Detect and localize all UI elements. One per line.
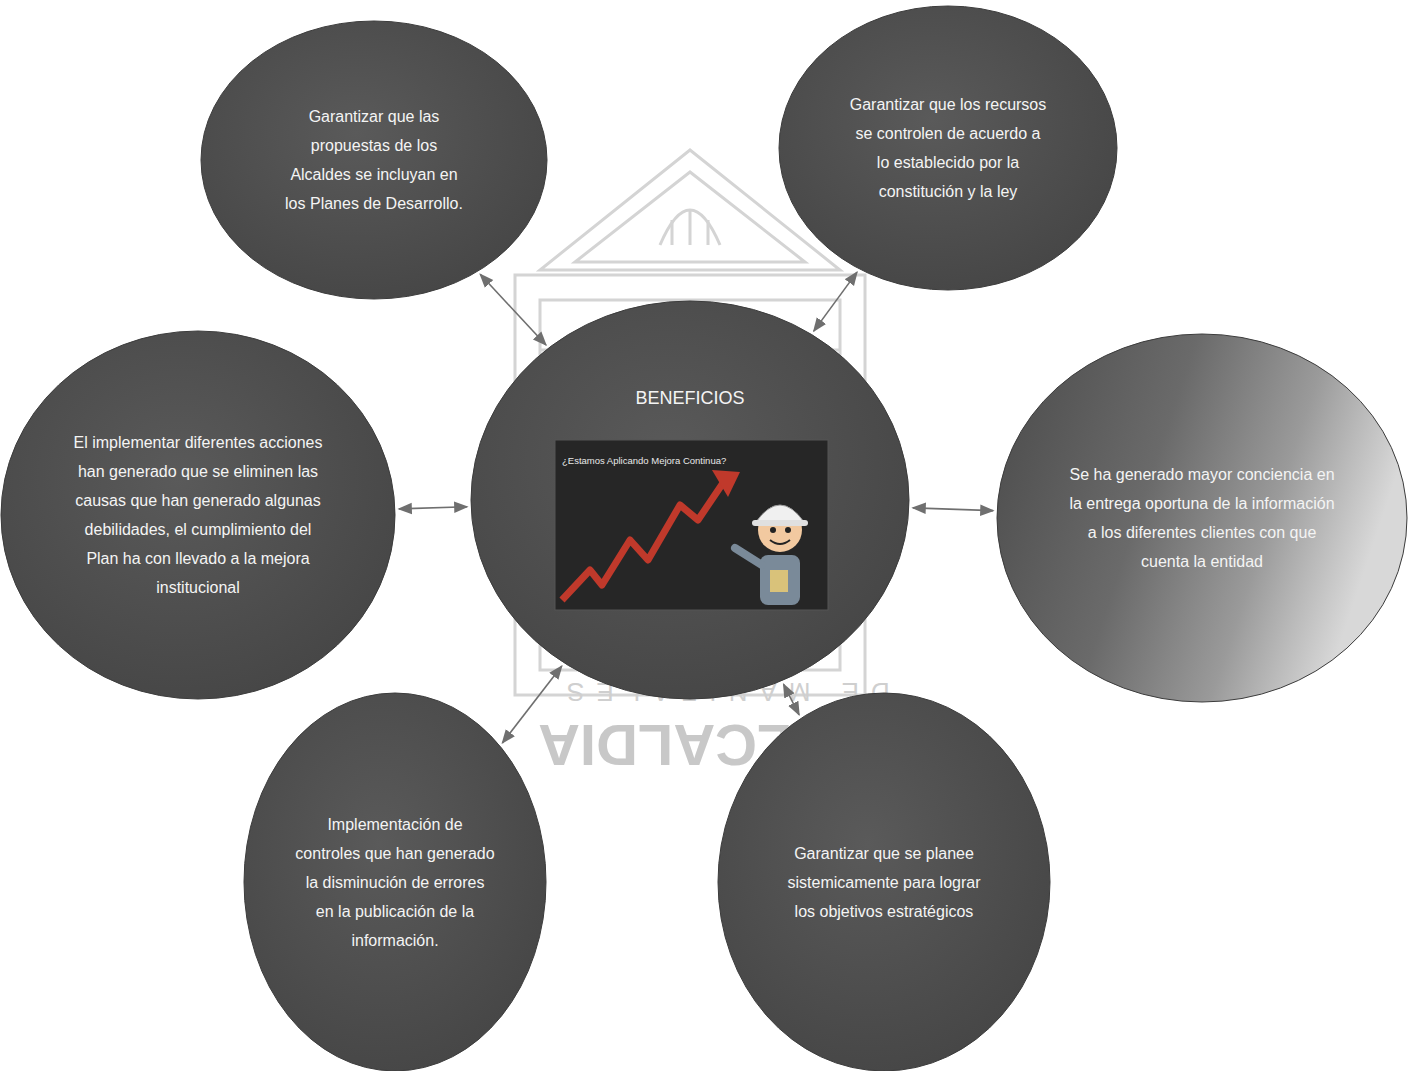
benefit-text: Se ha generado mayor conciencia en la en… xyxy=(1068,460,1336,576)
benefit-circle: El implementar diferentes acciones han g… xyxy=(0,330,396,700)
node-body: Se ha generado mayor conciencia en la en… xyxy=(996,333,1408,703)
node-body: Garantizar que las propuestas de los Alc… xyxy=(200,20,548,300)
circle-shape xyxy=(201,21,547,299)
double-arrow xyxy=(913,508,993,511)
node-body: El implementar diferentes acciones han g… xyxy=(0,330,396,700)
benefit-circle: Garantizar que se planee sistemicamente … xyxy=(717,692,1051,1071)
circle-outline xyxy=(0,330,396,700)
double-arrow xyxy=(814,272,857,331)
double-arrow xyxy=(399,507,467,509)
node-body: Garantizar que se planee sistemicamente … xyxy=(717,692,1051,1071)
circle-outline xyxy=(470,300,910,700)
circle-outline xyxy=(996,333,1408,703)
node-body: Implementación de controles que han gene… xyxy=(243,692,547,1071)
circle-shape xyxy=(1,331,395,699)
node-body: Garantizar que los recursos se controlen… xyxy=(778,5,1118,291)
benefit-circle: Implementación de controles que han gene… xyxy=(243,692,547,1071)
circle-outline xyxy=(200,20,548,300)
circle-shape xyxy=(718,693,1050,1071)
circle-shape xyxy=(244,693,546,1071)
benefit-text: Garantizar que las propuestas de los Alc… xyxy=(279,102,469,218)
benefit-text: Garantizar que los recursos se controlen… xyxy=(848,90,1048,206)
circle-shape xyxy=(471,301,909,699)
benefit-text: El implementar diferentes acciones han g… xyxy=(67,428,329,602)
benefit-text: Garantizar que se planee sistemicamente … xyxy=(784,839,984,926)
benefit-circle: Se ha generado mayor conciencia en la en… xyxy=(996,333,1408,703)
node-body: BENEFICIOS xyxy=(470,300,910,700)
hub-circle: BENEFICIOS xyxy=(470,300,910,700)
double-arrow xyxy=(480,274,546,345)
benefit-circle: Garantizar que las propuestas de los Alc… xyxy=(200,20,548,300)
slide-title: ¿Estamos Aplicando Mejora Continua? xyxy=(562,455,726,466)
hub-title: BENEFICIOS xyxy=(590,384,790,413)
circle-shape xyxy=(779,6,1117,290)
benefit-circle: Garantizar que los recursos se controlen… xyxy=(778,5,1118,291)
benefit-text: Implementación de controles que han gene… xyxy=(295,810,495,955)
circle-shape xyxy=(997,334,1407,702)
circle-outline xyxy=(778,5,1118,291)
